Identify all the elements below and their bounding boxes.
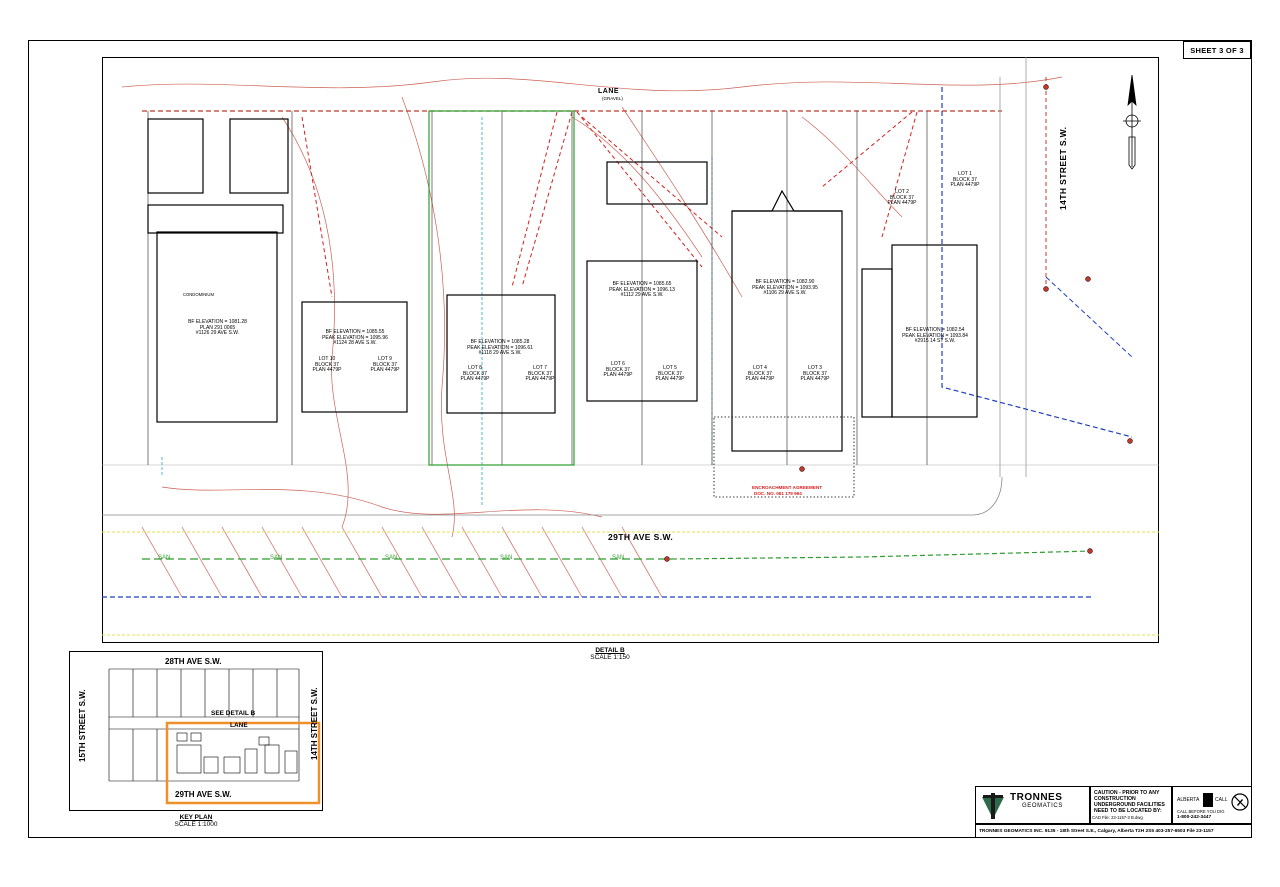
- storm-line: [941, 87, 1133, 438]
- tronnes-logo-icon: [982, 793, 1004, 819]
- encroachment-label: ENCROACHMENT AGREEMENT: [752, 485, 823, 490]
- san-label: SAN: [270, 555, 283, 561]
- encroachment-doc: DOC. NO. 061 179 994: [754, 491, 802, 496]
- no-dig-icon: [1231, 793, 1249, 811]
- alberta-label: ALBERTA: [1177, 797, 1200, 803]
- key-plan-drawing: [108, 668, 321, 805]
- title-block: TRONNES GEOMATICS CAUTION - PRIOR TO ANY…: [975, 786, 1252, 838]
- san-label: SAN: [612, 555, 625, 561]
- key-plan-lane: LANE: [230, 722, 248, 729]
- lane-label: LANE: [598, 88, 620, 95]
- detail-caption: DETAIL B SCALE 1:150: [580, 647, 640, 661]
- phone-number: 1-800-242-3447: [1177, 815, 1212, 820]
- company-name: TRONNES: [1010, 792, 1063, 803]
- avenue-label: 29TH AVE S.W.: [608, 532, 674, 542]
- street-14th-label: 14TH STREET S.W.: [1058, 126, 1068, 210]
- cad-file-label: CAD File: 23-1157-3 B.dwg: [1092, 815, 1143, 820]
- one-call-icon: [1203, 793, 1213, 807]
- manhole-markers: [664, 84, 1133, 562]
- san-label: SAN: [385, 555, 398, 561]
- building-5: [731, 210, 843, 452]
- sheet-number: SHEET 3 OF 3: [1183, 41, 1251, 59]
- call-before-label: CALL BEFORE YOU DIG: [1177, 809, 1225, 814]
- footer-strip: TRONNES GEOMATICS INC. 9135 - 18th Stree…: [975, 824, 1252, 838]
- detail-scale: SCALE 1:150: [590, 654, 630, 661]
- key-plan-street-bottom: 29TH AVE S.W.: [175, 790, 232, 799]
- caution-box: CAUTION - PRIOR TO ANY CONSTRUCTION UNDE…: [1090, 786, 1172, 824]
- call-before-dig-box: ALBERTA CALL CALL BEFORE YOU DIG 1-800-2…: [1172, 786, 1252, 824]
- building-2: [301, 301, 408, 413]
- contour-lines: [121, 76, 1063, 598]
- key-plan: [69, 651, 323, 811]
- key-plan-street-right: 14TH STREET S.W.: [310, 687, 319, 760]
- san-label: SAN: [158, 555, 171, 561]
- key-plan-street-left: 15TH STREET S.W.: [78, 689, 87, 762]
- north-arrow-icon: [1123, 74, 1141, 170]
- detail-b-drawing: [102, 57, 1159, 636]
- building-1: [156, 231, 278, 423]
- key-plan-scale: SCALE 1:1000: [174, 821, 218, 828]
- lane-sub-label: (GRAVEL): [602, 96, 623, 101]
- condominium-label: CONDOMINIUM: [183, 292, 214, 297]
- key-plan-caption: KEY PLAN SCALE 1:1000: [166, 814, 226, 828]
- call-label: CALL: [1215, 797, 1228, 803]
- key-plan-title: KEY PLAN: [179, 814, 213, 821]
- key-plan-see-detail: SEE DETAIL B: [211, 710, 256, 717]
- company-logo-box: TRONNES GEOMATICS: [975, 786, 1090, 824]
- sheet-border: [28, 40, 1252, 838]
- building-4: [586, 260, 698, 402]
- key-plan-highlight: [165, 721, 321, 805]
- san-label: SAN: [500, 555, 513, 561]
- detail-title: DETAIL B: [595, 647, 625, 654]
- company-sub: GEOMATICS: [1022, 803, 1063, 809]
- detail-frame: [102, 57, 1159, 643]
- building-3: [446, 294, 556, 414]
- key-plan-street-top: 28TH AVE S.W.: [165, 657, 222, 666]
